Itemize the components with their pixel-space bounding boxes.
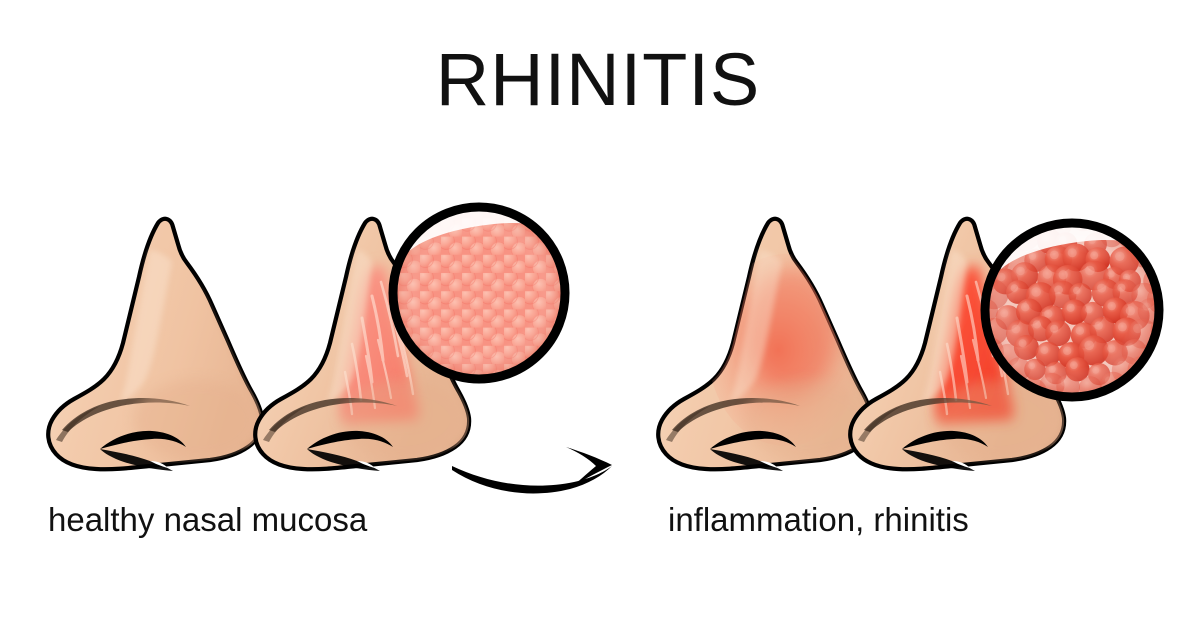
bridge-highlight: [730, 250, 782, 402]
nostril: [100, 430, 186, 449]
figure-nose-healthy-section: [253, 216, 472, 472]
lens-vignette: [397, 211, 561, 375]
alar-crease-inner: [263, 406, 307, 442]
nostril-notch: [150, 461, 168, 468]
bridge-highlight: [327, 250, 372, 402]
magnifier-inflamed: [980, 218, 1164, 402]
nostril-notch: [952, 461, 970, 468]
tip-shading: [936, 380, 1060, 460]
nostril: [307, 430, 393, 449]
progression-arrow: [452, 447, 612, 494]
nostril-lower: [710, 449, 783, 471]
tip-shading: [744, 380, 868, 460]
nostril-lower: [902, 449, 975, 471]
tip-shading: [134, 380, 258, 460]
tip-shading: [341, 380, 465, 460]
caption-right: inflammation, rhinitis: [668, 501, 969, 538]
alar-crease-inner: [858, 406, 902, 442]
figure-nose-healthy-exterior: [46, 216, 265, 472]
alar-crease: [864, 398, 992, 432]
arrow-tail: [452, 466, 612, 494]
alar-crease-inner: [666, 406, 710, 442]
bridge-highlight: [922, 250, 967, 402]
figure-nose-inflamed-exterior: [656, 216, 875, 472]
lens-vignette: [989, 227, 1155, 393]
nostril: [710, 430, 796, 449]
arrow-head: [566, 447, 612, 487]
alar-crease: [269, 398, 397, 432]
caption-left: healthy nasal mucosa: [48, 501, 368, 538]
alar-crease-inner: [56, 406, 100, 442]
page-title: RHINITIS: [436, 38, 761, 121]
alar-crease: [62, 398, 190, 432]
lens-rim: [980, 218, 1164, 402]
lens-content: [989, 227, 1155, 393]
nostril-lower: [100, 449, 173, 471]
nostril-notch: [357, 461, 375, 468]
bridge-highlight: [120, 250, 172, 402]
nostril: [902, 430, 988, 449]
magnifier-healthy: [388, 202, 570, 384]
nostril-notch: [760, 461, 778, 468]
alar-crease: [672, 398, 800, 432]
lens-rim: [388, 202, 570, 384]
figure-nose-inflamed-section: [848, 216, 1067, 472]
nostril-lower: [307, 449, 380, 471]
lens-content: [397, 211, 561, 375]
